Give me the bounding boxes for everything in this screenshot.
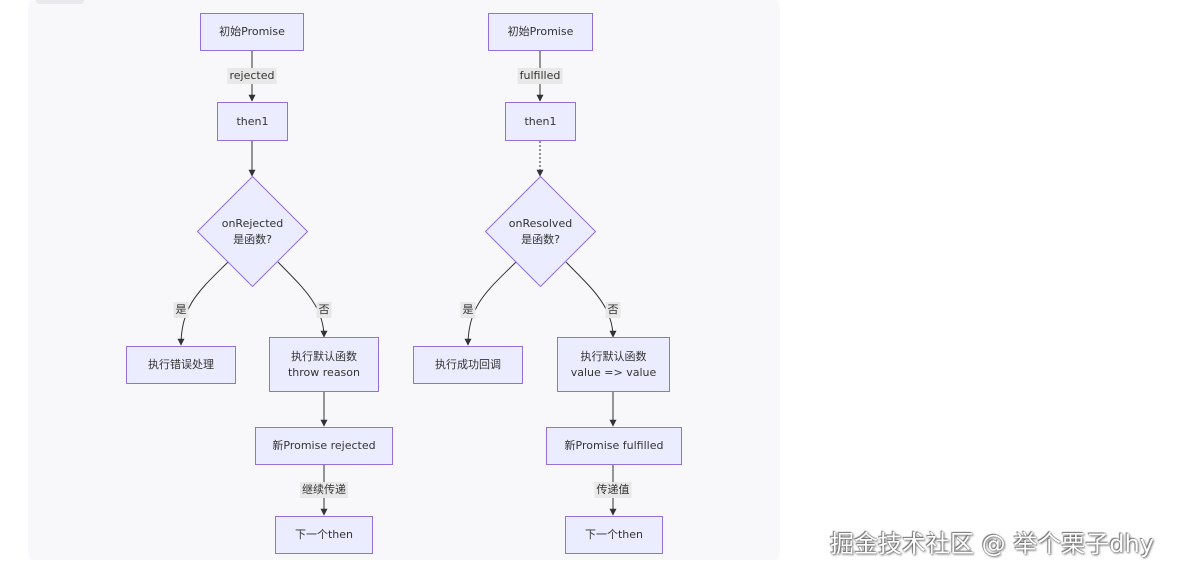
left-yes-action-label: 执行错误处理 — [148, 358, 214, 371]
left-pass-label: 继续传递 — [300, 482, 348, 498]
right-decision-node: onResolved 是函数? — [485, 176, 596, 287]
right-new-promise-label: 新Promise fulfilled — [564, 439, 664, 452]
right-decision-line2: 是函数? — [521, 232, 560, 246]
watermark: 掘金技术社区 @ 举个栗子dhy — [830, 530, 1154, 558]
right-yes-action-label: 执行成功回调 — [435, 358, 501, 371]
left-start-node: 初始Promise — [200, 13, 304, 51]
right-edge-state-label: fulfilled — [517, 68, 563, 84]
left-yes-label: 是 — [173, 302, 189, 318]
edge-right-decision-no — [565, 261, 617, 338]
left-next-then-label: 下一个then — [294, 528, 354, 541]
right-yes-action-node: 执行成功回调 — [413, 346, 523, 384]
right-then-label: then1 — [524, 114, 557, 128]
left-no-label: 否 — [316, 302, 332, 318]
left-start-label: 初始Promise — [219, 25, 285, 38]
right-start-label: 初始Promise — [507, 25, 574, 38]
left-then-node: then1 — [217, 102, 288, 141]
left-yes-action-node: 执行错误处理 — [126, 346, 236, 384]
left-edge-state-label: rejected — [227, 68, 277, 84]
left-then-label: then1 — [236, 114, 269, 128]
right-no-action-line1: 执行默认函数 — [580, 349, 647, 363]
left-new-promise-node: 新Promise rejected — [255, 427, 393, 465]
panel-tab — [36, 0, 84, 4]
right-then-node: then1 — [505, 102, 576, 141]
left-next-then-node: 下一个then — [275, 516, 373, 554]
left-decision-line2: 是函数? — [233, 232, 272, 246]
right-new-promise-node: 新Promise fulfilled — [546, 427, 682, 465]
left-no-action-line1: 执行默认函数 — [291, 349, 357, 363]
diagram-panel — [28, 0, 780, 560]
right-no-label: 否 — [605, 302, 621, 318]
right-yes-label: 是 — [460, 302, 476, 318]
left-decision-shape — [197, 176, 308, 287]
left-decision-line1: onRejected — [221, 216, 284, 230]
left-decision-node: onRejected 是函数? — [197, 176, 308, 287]
edge-left-decision-yes — [177, 261, 229, 346]
right-next-then-label: 下一个then — [584, 528, 644, 541]
right-pass-label: 传递值 — [594, 482, 632, 498]
right-no-action-node: 执行默认函数 value => value — [557, 337, 670, 392]
left-no-action-line2: throw reason — [287, 365, 360, 379]
right-decision-shape — [485, 176, 596, 287]
edge-left-decision-no — [277, 261, 328, 338]
right-no-action-line2: value => value — [570, 365, 657, 379]
left-no-action-node: 执行默认函数 throw reason — [269, 337, 379, 392]
edge-right-decision-yes — [464, 261, 517, 346]
right-decision-line1: onResolved — [508, 216, 573, 230]
right-start-node: 初始Promise — [488, 13, 593, 51]
right-next-then-node: 下一个then — [565, 516, 663, 554]
left-new-promise-label: 新Promise rejected — [272, 439, 376, 452]
